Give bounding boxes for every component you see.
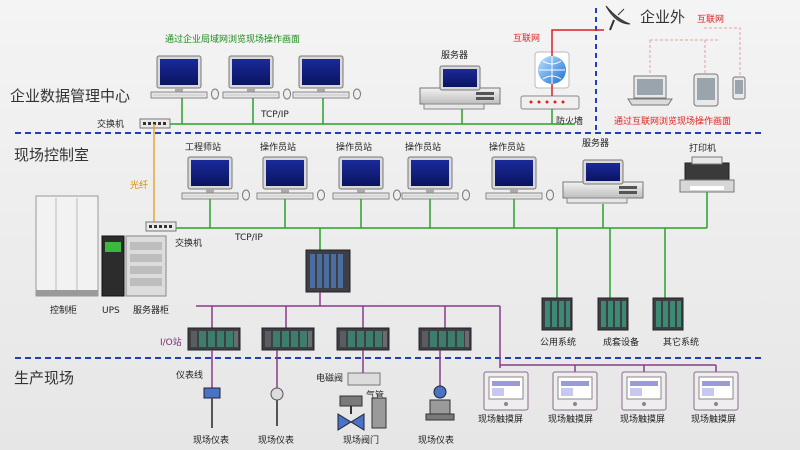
internet-browse-label: 通过互联网浏览现场操作画面 [614, 115, 731, 127]
satellite-dish-icon [605, 5, 631, 31]
field-instrument-2-label: 现场仪表 [258, 434, 294, 446]
firewall-label: 防火墙 [556, 115, 583, 127]
touch-screen-4 [693, 371, 739, 411]
switch-mid [145, 221, 177, 232]
other-system-label: 其它系统 [663, 336, 699, 348]
field-instrument-2 [270, 387, 284, 426]
server-cabinet [125, 235, 167, 297]
tcpip-top-label: TCP/IP [260, 110, 289, 120]
switch-top-label: 交换机 [97, 118, 124, 130]
operator-station-1 [256, 156, 325, 201]
package-equipment-label: 成套设备 [603, 336, 639, 348]
io-station-4 [418, 327, 472, 351]
internet-globe-icon [534, 51, 570, 89]
zone-field: 生产现场 [14, 369, 74, 387]
firewall-icon [520, 95, 580, 110]
operator-station-1-label: 操作员站 [260, 141, 296, 153]
field-valve [337, 395, 387, 431]
switch-mid-label: 交换机 [175, 237, 202, 249]
io-station-1 [187, 327, 241, 351]
solenoid-valve [347, 372, 381, 386]
server-cabinet-label: 服务器柜 [133, 304, 169, 316]
public-system-plc [541, 297, 573, 331]
phone-icon [732, 76, 746, 100]
lan-pc-3 [292, 55, 361, 100]
zone-control-room: 现场控制室 [14, 146, 89, 164]
server-mid-label: 服务器 [582, 137, 609, 149]
io-station-3 [336, 327, 390, 351]
touch-screen-1-label: 现场触摸屏 [478, 413, 523, 425]
field-instrument-1-label: 现场仪表 [193, 434, 229, 446]
server-mid [562, 159, 644, 204]
touch-screen-1 [483, 371, 529, 411]
io-station-2 [261, 327, 315, 351]
ups-label: UPS [102, 306, 120, 316]
lan-browse-label: 通过企业局域网浏览现场操作画面 [165, 33, 300, 45]
control-cabinet [35, 195, 99, 297]
operator-station-2 [332, 156, 401, 201]
ups-cabinet [101, 235, 125, 297]
lan-pc-2 [222, 55, 291, 100]
touch-screen-2 [552, 371, 598, 411]
tablet-icon [693, 73, 719, 107]
package-equipment-plc [597, 297, 629, 331]
engineer-station [181, 156, 250, 201]
solenoid-valve-label: 电磁阀 [316, 372, 343, 384]
touch-screen-2-label: 现场触摸屏 [548, 413, 593, 425]
laptop-icon [627, 75, 673, 106]
field-valve-label: 现场阀门 [343, 434, 379, 446]
touch-screen-4-label: 现场触摸屏 [691, 413, 736, 425]
field-instrument-1 [203, 387, 221, 428]
fiber-label: 光纤 [130, 179, 148, 191]
public-system-label: 公用系统 [540, 336, 576, 348]
field-instrument-3-label: 现场仪表 [418, 434, 454, 446]
touch-screen-3-label: 现场触摸屏 [620, 413, 665, 425]
printer-icon [679, 156, 735, 193]
operator-station-3-label: 操作员站 [405, 141, 441, 153]
lan-pc-1 [150, 55, 219, 100]
internet-right-label: 互联网 [697, 14, 724, 25]
engineer-station-label: 工程师站 [185, 141, 221, 153]
zone-enterprise: 企业数据管理中心 [10, 87, 130, 105]
server-top [419, 65, 501, 110]
zone-outside: 企业外 [640, 8, 685, 26]
operator-station-2-label: 操作员站 [336, 141, 372, 153]
touch-screen-3 [621, 371, 667, 411]
field-instrument-3 [425, 385, 455, 421]
server-top-label: 服务器 [441, 49, 468, 61]
main-controller [305, 249, 351, 293]
operator-station-4 [485, 156, 554, 201]
operator-station-4-label: 操作员站 [489, 141, 525, 153]
printer-label: 打印机 [689, 142, 716, 154]
io-station-label: I/O站 [160, 336, 182, 348]
switch-top [139, 118, 171, 129]
control-cabinet-label: 控制柜 [50, 304, 77, 316]
operator-station-3 [401, 156, 470, 201]
internet-left-label: 互联网 [513, 33, 540, 44]
instrument-line-label: 仪表线 [176, 369, 203, 381]
tcpip-mid-label: TCP/IP [234, 233, 263, 243]
other-system-plc [652, 297, 684, 331]
